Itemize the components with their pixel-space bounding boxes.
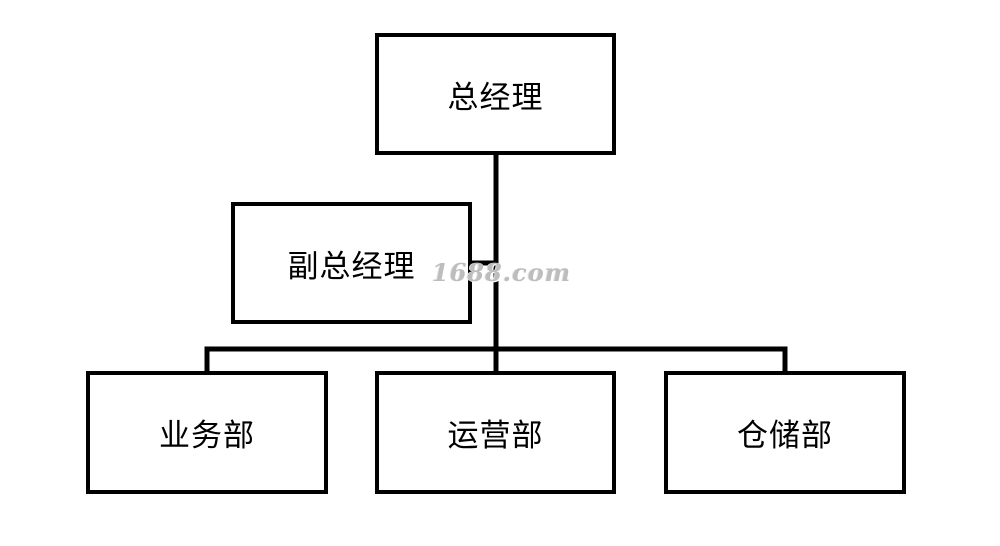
node-sales-department: 业务部 <box>86 371 328 494</box>
node-label: 运营部 <box>447 418 544 454</box>
node-deputy-general-manager: 副总经理 <box>231 202 472 324</box>
node-warehouse-department: 仓储部 <box>664 371 906 494</box>
node-operations-department: 运营部 <box>375 371 616 494</box>
node-general-manager: 总经理 <box>375 33 616 155</box>
node-label: 副总经理 <box>287 248 416 285</box>
node-label: 仓储部 <box>737 418 833 454</box>
watermark: 1688.com <box>432 258 572 287</box>
node-label: 业务部 <box>159 418 255 454</box>
node-label: 总经理 <box>447 79 544 116</box>
